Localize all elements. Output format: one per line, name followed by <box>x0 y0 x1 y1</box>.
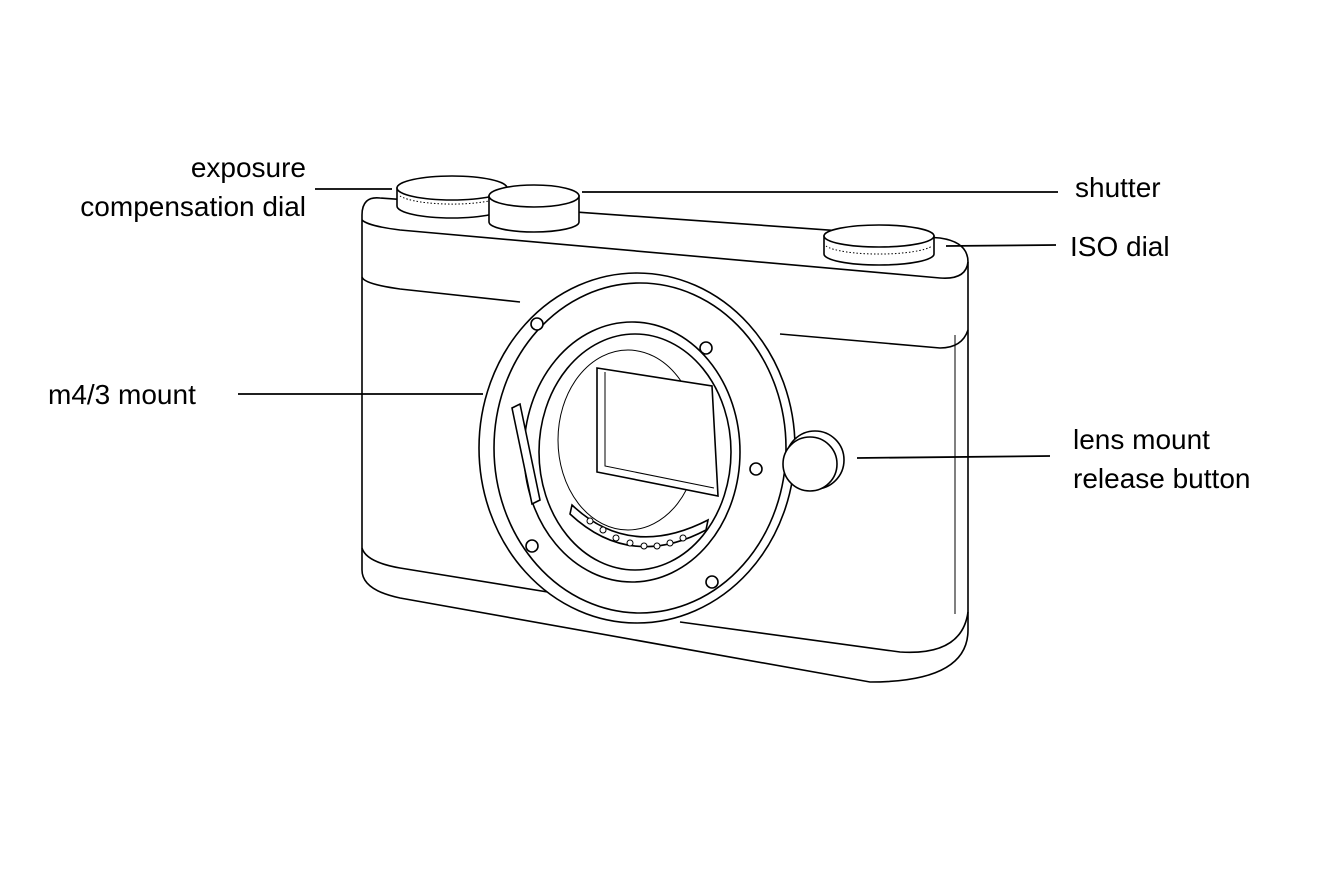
top-band <box>361 219 969 279</box>
label-line: compensation dial <box>80 191 306 222</box>
label-line: release button <box>1073 463 1251 494</box>
iso-dial-label: ISO dial <box>1070 231 1170 262</box>
upper-line <box>361 276 969 349</box>
leader-lines <box>238 188 1058 459</box>
mount-label: m4/3 mount <box>48 379 196 410</box>
shutter-label: shutter <box>1075 172 1161 203</box>
sensor <box>596 367 719 497</box>
exposure-dial-label: exposure compensation dial <box>20 148 306 226</box>
label-line: exposure <box>190 152 306 183</box>
contacts-strip <box>569 503 710 548</box>
shutter-button <box>488 184 580 233</box>
release-button <box>782 430 845 492</box>
release-button-label: lens mount release button <box>1073 420 1250 498</box>
lens-mount <box>478 272 796 624</box>
label-line: lens mount <box>1073 424 1210 455</box>
iso-dial <box>823 224 935 266</box>
lower-line <box>361 547 969 654</box>
